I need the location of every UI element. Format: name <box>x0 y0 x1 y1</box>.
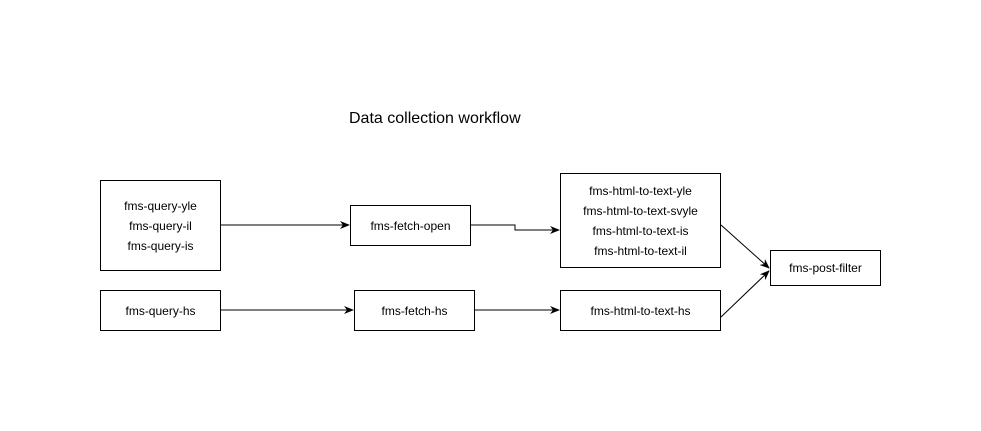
node-label: fms-query-il <box>129 218 192 233</box>
node-label: fms-html-to-text-il <box>594 243 687 258</box>
node-label: fms-html-to-text-is <box>592 223 689 238</box>
node-html-group[interactable]: fms-html-to-text-yle fms-html-to-text-sv… <box>560 173 721 268</box>
node-fetch-open[interactable]: fms-fetch-open <box>350 205 471 246</box>
node-label: fms-fetch-hs <box>381 303 448 318</box>
node-query-group[interactable]: fms-query-yle fms-query-il fms-query-is <box>100 180 221 271</box>
node-label: fms-query-hs <box>125 303 196 318</box>
node-label: fms-fetch-open <box>370 218 451 233</box>
node-label: fms-html-to-text-yle <box>589 183 692 198</box>
node-fetch-hs[interactable]: fms-fetch-hs <box>354 290 475 331</box>
edge-html-hs-to-post-filter <box>720 270 770 318</box>
node-label: fms-query-is <box>127 238 194 253</box>
node-html-hs[interactable]: fms-html-to-text-hs <box>560 290 721 331</box>
node-query-hs[interactable]: fms-query-hs <box>100 290 221 331</box>
diagram-title: Data collection workflow <box>349 110 521 127</box>
edge-html-group-to-post-filter <box>720 224 770 269</box>
node-label: fms-html-to-text-svyle <box>583 203 698 218</box>
edge-fetch-open-to-html-group <box>471 224 560 234</box>
node-label: fms-html-to-text-hs <box>590 303 691 318</box>
node-label: fms-post-filter <box>789 261 862 275</box>
node-post-filter[interactable]: fms-post-filter <box>770 250 881 286</box>
node-label: fms-query-yle <box>124 198 197 213</box>
